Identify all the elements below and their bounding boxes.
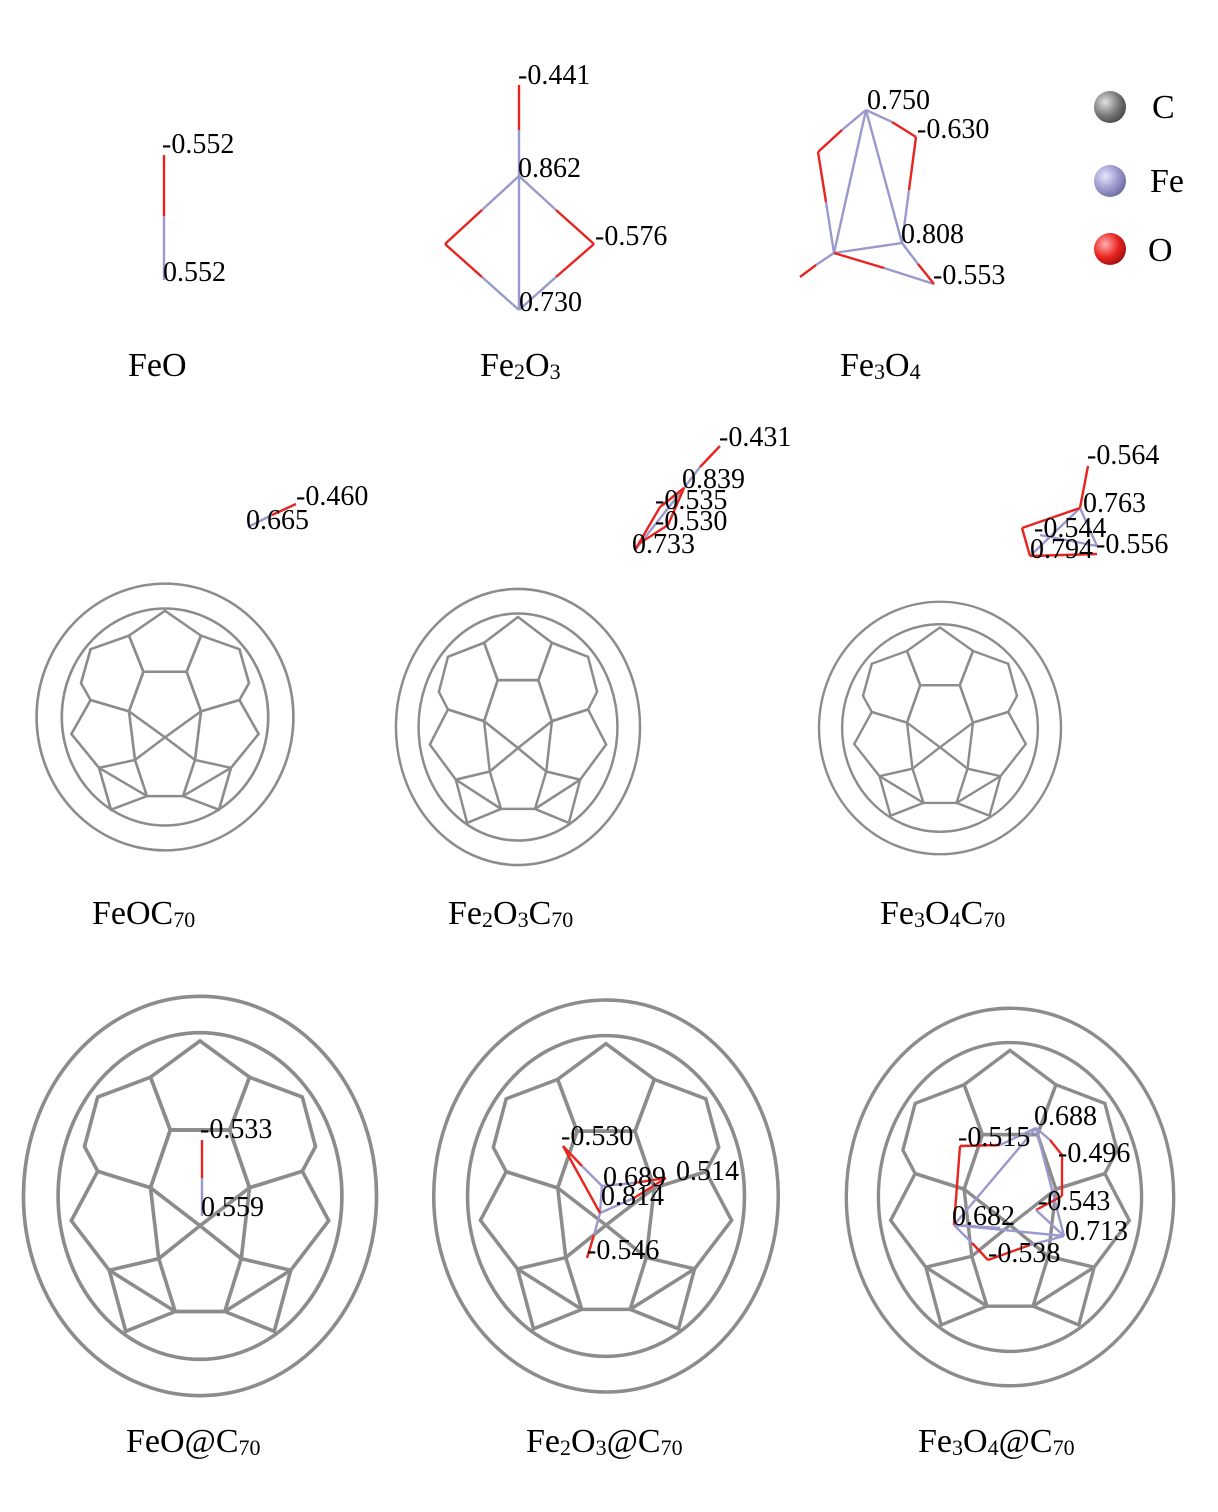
charge-label: -0.543 <box>1038 1186 1110 1217</box>
charge-label: -0.576 <box>595 221 667 252</box>
charge-label: 0.763 <box>1083 488 1146 519</box>
c70-cage <box>35 582 295 852</box>
charge-label: 0.688 <box>1034 1101 1097 1132</box>
caption-fe2o3c70: Fe2O3C70 <box>448 895 573 932</box>
charge-label: -0.630 <box>917 114 989 145</box>
molecule-fe2o3: -0.441 0.862 -0.576 0.730 <box>444 60 667 318</box>
charge-label: 0.733 <box>632 529 695 560</box>
carbon-atom-icon <box>1094 91 1126 123</box>
c70-cage <box>844 1006 1176 1388</box>
caption-fe2o3-at-c70: Fe2O3@C70 <box>526 1423 683 1460</box>
molecule-fe3o4c70: -0.564 0.763 -0.544 0.794 -0.556 <box>1020 440 1168 565</box>
charge-label: -0.552 <box>162 129 234 160</box>
charge-label: -0.515 <box>958 1122 1030 1153</box>
charge-label: 0.814 <box>601 1181 664 1212</box>
oxygen-atom-icon <box>1094 233 1126 265</box>
charge-label: -0.441 <box>518 60 590 91</box>
molecule-feoc70: -0.460 0.665 <box>246 481 368 536</box>
charge-label: -0.546 <box>587 1235 659 1266</box>
legend-label-fe: Fe <box>1150 163 1184 200</box>
charge-label: -0.564 <box>1087 440 1159 471</box>
caption-feo-at-c70: FeO@C70 <box>126 1423 261 1460</box>
caption-feoc70: FeOC70 <box>92 895 195 932</box>
molecule-fe2o3-at-c70: -0.530 0.689 0.514 0.814 -0.546 <box>561 1121 739 1266</box>
charge-label: 0.794 <box>1030 534 1093 565</box>
legend-label-c: C <box>1152 89 1175 126</box>
charge-label: 0.559 <box>201 1192 264 1223</box>
molecule-fe3o4-at-c70: 0.688 -0.515 -0.496 -0.543 0.682 0.713 -… <box>952 1101 1130 1269</box>
caption-fe2o3: Fe2O3 <box>480 347 561 384</box>
caption-feo: FeO <box>128 347 187 384</box>
charge-label: -0.431 <box>719 422 791 453</box>
iron-atom-icon <box>1094 165 1126 197</box>
charge-label: -0.460 <box>296 481 368 512</box>
molecule-fe2o3c70: -0.431 0.839 -0.535 -0.530 0.733 <box>632 422 791 560</box>
charge-label: -0.530 <box>655 506 727 537</box>
charge-label: -0.535 <box>655 485 727 516</box>
molecule-feo: -0.552 0.552 <box>162 129 234 288</box>
caption-fe3o4-at-c70: Fe3O4@C70 <box>918 1423 1075 1460</box>
charge-label: 0.689 <box>603 1162 666 1193</box>
caption-fe3o4: Fe3O4 <box>840 347 921 384</box>
molecule-feo-at-c70: -0.533 0.559 <box>200 1114 272 1223</box>
charge-label: -0.496 <box>1058 1138 1130 1169</box>
charge-label: 0.839 <box>682 464 745 495</box>
charge-label: 0.682 <box>952 1201 1015 1232</box>
charge-label: 0.552 <box>163 257 226 288</box>
charge-label: 0.514 <box>676 1156 739 1187</box>
legend-label-o: O <box>1148 232 1173 269</box>
molecule-fe3o4: 0.750 -0.630 0.808 -0.553 <box>799 85 1005 291</box>
charge-label: 0.862 <box>518 153 581 184</box>
charge-label: -0.544 <box>1034 513 1106 544</box>
legend: C Fe O <box>1094 89 1184 269</box>
c70-cage <box>817 600 1063 856</box>
charge-label: -0.538 <box>988 1238 1060 1269</box>
charge-label: 0.665 <box>246 505 309 536</box>
c70-cage <box>431 998 781 1394</box>
charge-label: -0.553 <box>933 260 1005 291</box>
c70-cage <box>21 994 379 1398</box>
charge-label: 0.808 <box>901 219 964 250</box>
c70-cage <box>394 587 642 867</box>
charge-label: -0.556 <box>1096 529 1168 560</box>
charge-label: -0.530 <box>561 1121 633 1152</box>
caption-fe3o4c70: Fe3O4C70 <box>880 895 1005 932</box>
charge-label: 0.713 <box>1065 1216 1128 1247</box>
charge-label: 0.730 <box>519 287 582 318</box>
charge-label: -0.533 <box>200 1114 272 1145</box>
charge-label: 0.750 <box>867 85 930 116</box>
